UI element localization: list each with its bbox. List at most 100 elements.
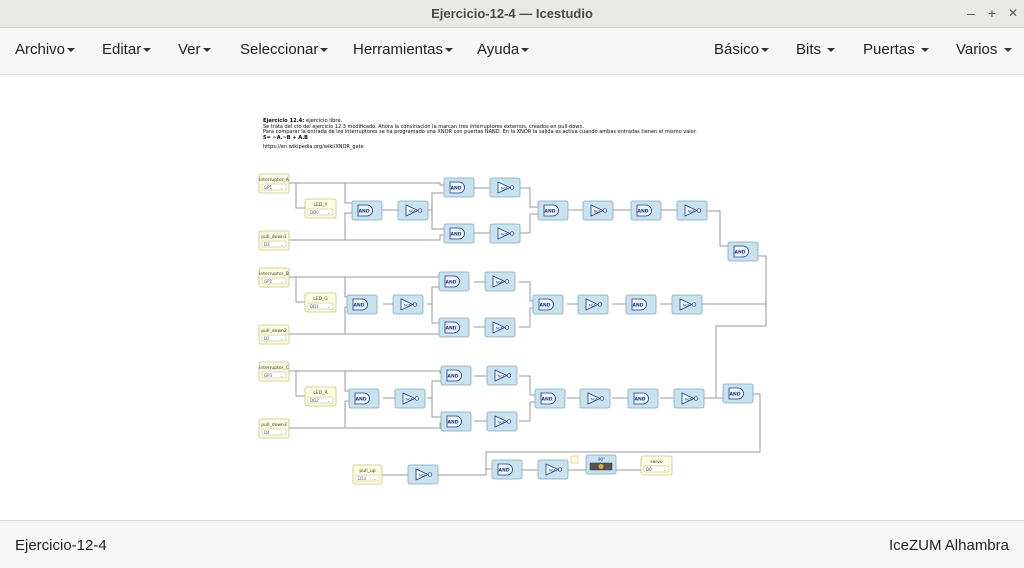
not-gate[interactable]: Not xyxy=(676,200,708,221)
menu-bits[interactable]: Bits xyxy=(796,41,836,58)
and-gate-icon xyxy=(543,204,559,217)
not-gate[interactable]: Not xyxy=(392,294,424,315)
gate-label: AND xyxy=(540,303,551,309)
gate-label: AND xyxy=(635,397,646,403)
and-gate[interactable]: AND xyxy=(534,388,566,409)
and-gate[interactable]: AND xyxy=(351,200,383,221)
and-gate[interactable]: AND xyxy=(443,177,475,198)
not-gate[interactable]: Not xyxy=(397,200,429,221)
menu-herramientas[interactable]: Herramientas xyxy=(353,41,454,58)
servo-block[interactable]: 90° xyxy=(570,454,617,475)
not-gate-icon xyxy=(400,298,414,311)
gate-label: Not xyxy=(406,398,413,402)
not-gate[interactable]: Not xyxy=(582,200,614,221)
io-name: LED_G xyxy=(313,296,328,302)
not-gate[interactable]: Not xyxy=(489,177,521,198)
wire xyxy=(519,401,538,422)
and-gate-icon xyxy=(354,392,370,405)
io-pin: D2 xyxy=(264,336,270,341)
menu-ver[interactable]: Ver xyxy=(178,41,211,58)
circuit-diagram[interactable]: Ejercicio 12.4: ejercicio libre. Se trat… xyxy=(0,75,1024,519)
minimize-button[interactable]: – xyxy=(967,5,975,21)
menu-varios[interactable]: Varios xyxy=(956,41,1012,58)
menu-puertas[interactable]: Puertas xyxy=(863,41,929,58)
menu-label: Herramientas xyxy=(353,41,444,58)
io-name: interruptor_C xyxy=(259,365,289,371)
and-gate[interactable]: AND xyxy=(440,365,472,386)
io-name: pull_down3 xyxy=(261,422,287,428)
menu-editar[interactable]: Editar xyxy=(102,41,152,58)
not-gate-icon xyxy=(497,181,511,194)
wire xyxy=(345,276,444,280)
close-button[interactable]: ✕ xyxy=(1007,6,1019,20)
and-gate-icon xyxy=(728,387,744,400)
and-gate[interactable]: AND xyxy=(532,294,564,315)
wire xyxy=(295,277,305,303)
and-gate[interactable]: AND xyxy=(346,294,378,315)
and-gate[interactable]: AND xyxy=(627,388,659,409)
gate-label: AND xyxy=(354,303,365,309)
wire xyxy=(485,393,761,470)
and-gate[interactable]: AND xyxy=(438,271,470,292)
chevron-down-icon: ⌄ xyxy=(280,185,283,190)
not-gate[interactable]: Not xyxy=(394,388,426,409)
menu-seleccionar[interactable]: Seleccionar xyxy=(240,41,329,58)
menu-label: Archivo xyxy=(15,41,66,58)
not-gate[interactable]: Not xyxy=(671,294,703,315)
menu-archivo[interactable]: Archivo xyxy=(15,41,76,58)
gate-label: AND xyxy=(448,374,459,380)
design-canvas[interactable]: Ejercicio 12.4: ejercicio libre. Se trat… xyxy=(0,75,1024,519)
chevron-down-icon: ⌄ xyxy=(373,476,376,481)
and-gate[interactable]: AND xyxy=(722,383,754,404)
not-gate[interactable]: Not xyxy=(407,464,439,485)
not-gate[interactable]: Not xyxy=(579,388,611,409)
not-gate-icon xyxy=(545,463,559,476)
not-gate[interactable]: Not xyxy=(673,388,705,409)
and-gate[interactable]: AND xyxy=(630,200,662,221)
maximize-button[interactable]: + xyxy=(987,5,997,21)
and-gate[interactable]: AND xyxy=(727,241,759,262)
gate-label: Not xyxy=(591,398,598,402)
caret-down-icon xyxy=(920,48,929,53)
not-gate[interactable]: Not xyxy=(484,271,516,292)
description-heading: Ejercicio 12.4: ejercicio libre. xyxy=(263,118,343,124)
and-gate[interactable]: AND xyxy=(443,223,475,244)
and-gate-icon xyxy=(540,392,556,405)
wire xyxy=(519,213,538,234)
menu-basico[interactable]: Básico xyxy=(714,41,770,58)
wire xyxy=(345,328,444,335)
window-title: Ejercicio-12-4 — Icestudio xyxy=(431,6,593,21)
not-gate[interactable]: Not xyxy=(577,294,609,315)
not-gate[interactable]: Not xyxy=(484,317,516,338)
and-gate[interactable]: AND xyxy=(491,459,523,480)
and-gate[interactable]: AND xyxy=(438,317,470,338)
not-gate-icon xyxy=(415,468,429,481)
title-bar: Ejercicio-12-4 — Icestudio – + ✕ xyxy=(0,0,1024,28)
and-gate[interactable]: AND xyxy=(537,200,569,221)
description-link[interactable]: https://en.wikipedia.org/wiki/XNOR_gate xyxy=(263,144,364,150)
and-gate-icon xyxy=(733,245,749,258)
not-gate-icon xyxy=(402,392,416,405)
and-gate[interactable]: AND xyxy=(625,294,657,315)
menu-ayuda[interactable]: Ayuda xyxy=(477,41,530,58)
not-gate[interactable]: Not xyxy=(486,365,518,386)
chevron-down-icon: ⌄ xyxy=(663,467,666,472)
not-gate[interactable]: Not xyxy=(537,459,569,480)
not-gate[interactable]: Not xyxy=(486,411,518,432)
not-gate[interactable]: Not xyxy=(489,223,521,244)
and-gate[interactable]: AND xyxy=(440,411,472,432)
io-name: pull_down2 xyxy=(261,328,287,334)
and-gate[interactable]: AND xyxy=(348,388,380,409)
not-gate-icon xyxy=(684,204,698,217)
